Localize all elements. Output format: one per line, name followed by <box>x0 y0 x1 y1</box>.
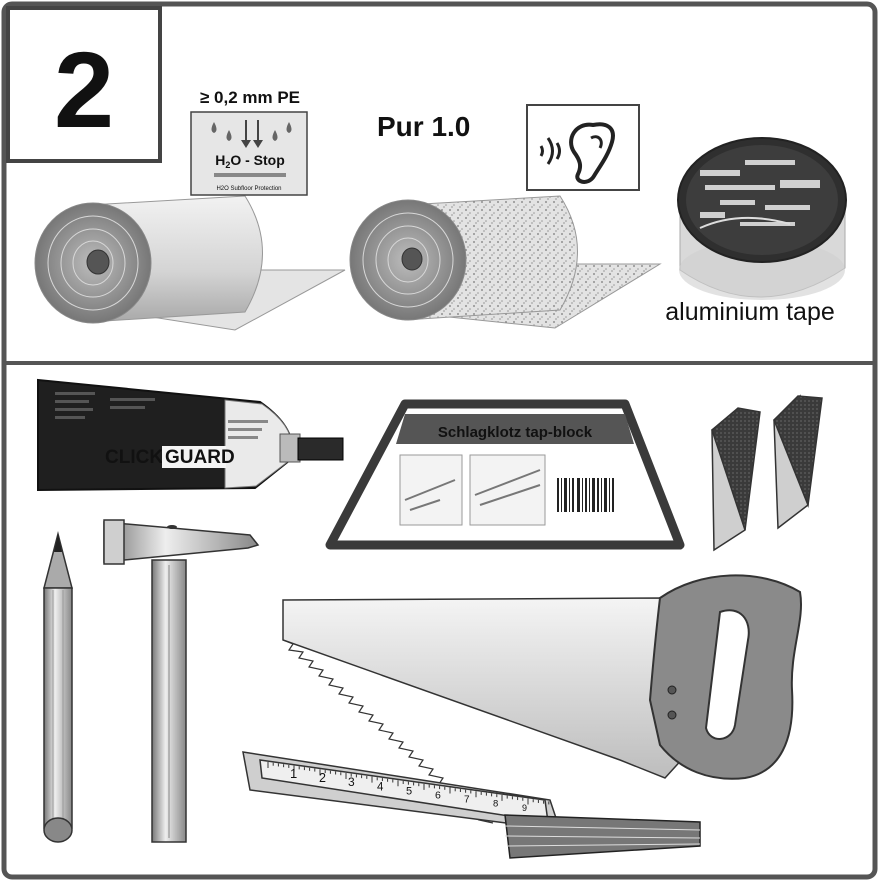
underlay-roll <box>349 195 662 329</box>
folding-ruler: 1 2 3 4 5 6 7 8 9 <box>242 751 701 859</box>
aluminium-tape-label: aluminium tape <box>665 298 835 326</box>
h2o-stop-rest: O - Stop <box>230 152 284 168</box>
ruler-mark: 2 <box>319 771 326 785</box>
tap-block-title: Schlagklotz tap-block <box>438 424 593 441</box>
ruler-mark: 9 <box>522 803 527 813</box>
tap-block: Schlagklotz tap-block <box>325 399 685 550</box>
h2o-stop-caption: H2O Subfloor Protection <box>216 186 281 192</box>
aluminium-tape-roll <box>677 137 847 300</box>
h2o-stop-label: H2O - Stop H2O Subfloor Protection <box>190 111 308 196</box>
underlay-name: Pur 1.0 <box>377 111 470 142</box>
ruler-mark: 4 <box>377 781 384 793</box>
glue-tube: CLICK GUARD <box>37 378 344 492</box>
hand-saw <box>282 574 802 824</box>
ear-icon <box>526 104 640 191</box>
ruler-mark: 6 <box>435 790 441 802</box>
step-number-box <box>6 6 162 163</box>
h2o-stop-h: H <box>215 152 225 168</box>
spacer-wedges <box>711 394 823 552</box>
svg-text:H2O - Stop: H2O - Stop <box>215 152 285 170</box>
glue-brand-click: CLICK <box>105 447 163 468</box>
pe-foil-roll <box>34 195 346 331</box>
h2o-stop-subscript: 2 <box>225 160 230 170</box>
ruler-mark: 7 <box>464 795 470 806</box>
glue-brand-guard: GUARD <box>165 447 235 468</box>
ruler-mark: 5 <box>406 785 412 797</box>
barcode <box>557 478 614 512</box>
droplet-icon <box>272 130 278 141</box>
pencil <box>43 531 73 843</box>
pe-foil-spec: ≥ 0,2 mm PE <box>200 88 300 107</box>
ruler-mark: 1 <box>290 766 297 781</box>
step-number: 2 <box>54 29 114 150</box>
ruler-mark: 3 <box>348 775 355 789</box>
droplet-icon <box>286 122 292 133</box>
droplet-icon <box>211 122 217 133</box>
hammer <box>103 519 260 843</box>
droplet-icon <box>226 130 232 141</box>
ruler-mark: 8 <box>493 799 498 810</box>
